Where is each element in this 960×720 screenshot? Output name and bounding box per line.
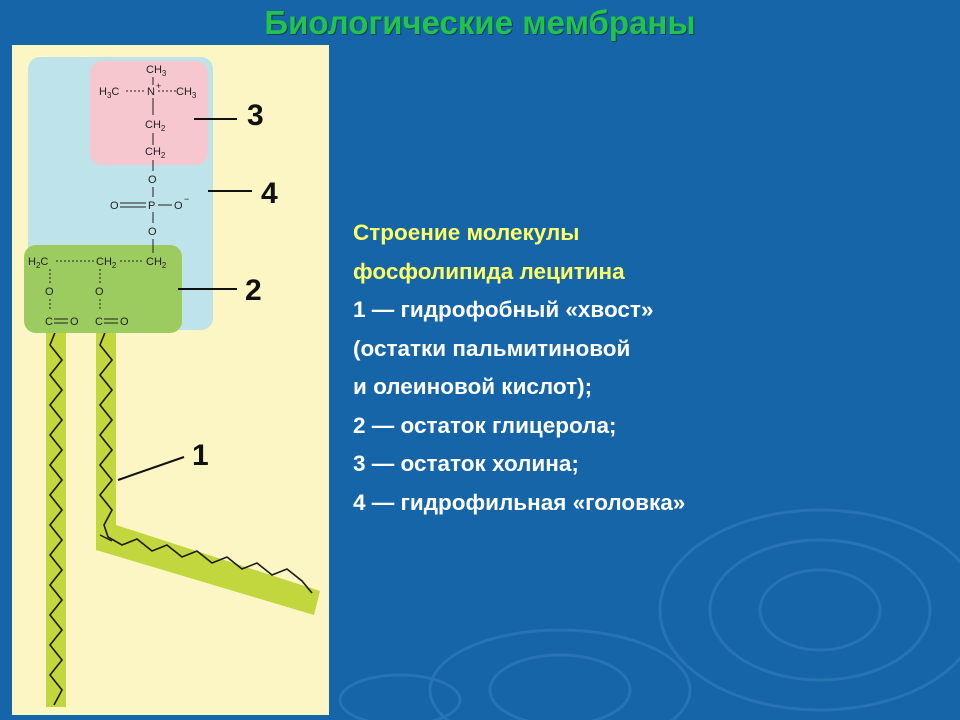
slide-title: Биологические мембраны [264,4,696,41]
choline-ch2-1: CH2 [145,119,166,133]
callout-line-1 [117,456,185,481]
description-line-2: (остатки пальмитиновой [353,335,631,361]
ester-o-2: O [95,286,104,298]
chemical-structure: CH3 H3C N + CH3 CH2 CH2 O O P O − O H2C … [28,64,197,328]
description-line-4: 2 — остаток глицерола; [353,412,617,438]
callouts [117,118,252,481]
phosphate-o-bottom: O [148,226,157,238]
callout-number-1: 1 [192,439,209,472]
phosphate-o-minus: O [174,200,183,212]
description-line-3: и олеиновой кислот); [353,374,593,399]
glycerol-h2c: H2C [28,256,48,270]
callout-number-3: 3 [247,99,264,132]
phosphate-o-left: O [110,200,119,212]
phosphate-charge: − [184,194,189,204]
ester-o-double-1: O [70,316,79,328]
hydrophobic-tail [46,328,320,707]
phosphate-p: P [148,200,155,212]
choline-charge: + [156,81,161,91]
ester-c-2: C [95,316,103,328]
choline-region [90,61,208,165]
glycerol-ch2-right: CH2 [146,256,167,270]
choline-nitrogen: N [147,86,155,98]
description-line-1: 1 — гидрофобный «хвост» [353,297,654,322]
ester-c-1: C [45,316,53,328]
choline-ch2-2: CH2 [145,146,166,160]
choline-h3c: H3C [99,86,119,100]
glycerol-region [24,245,182,333]
description-line-5: 3 — остаток холина; [353,451,579,476]
callout-number-4: 4 [261,177,278,210]
choline-ch3-top: CH3 [146,64,167,78]
ester-o-double-2: O [120,316,129,328]
callout-number-2: 2 [245,274,262,307]
description-heading-line-1: Строение молекулы [353,220,580,245]
glycerol-ch2-middle: CH2 [96,256,117,270]
description-heading-line-2: фосфолипида лецитина [353,258,625,284]
description-block: Строение молекулы фосфолипида лецитина 1… [353,214,913,522]
lecithin-diagram: CH3 H3C N + CH3 CH2 CH2 O O P O − O H2C … [12,45,329,715]
phosphate-o-top: O [148,174,157,186]
ester-o-1: O [45,286,54,298]
description-line-6: 4 — гидрофильная «головка» [353,489,686,515]
choline-ch3-right: CH3 [176,86,197,100]
